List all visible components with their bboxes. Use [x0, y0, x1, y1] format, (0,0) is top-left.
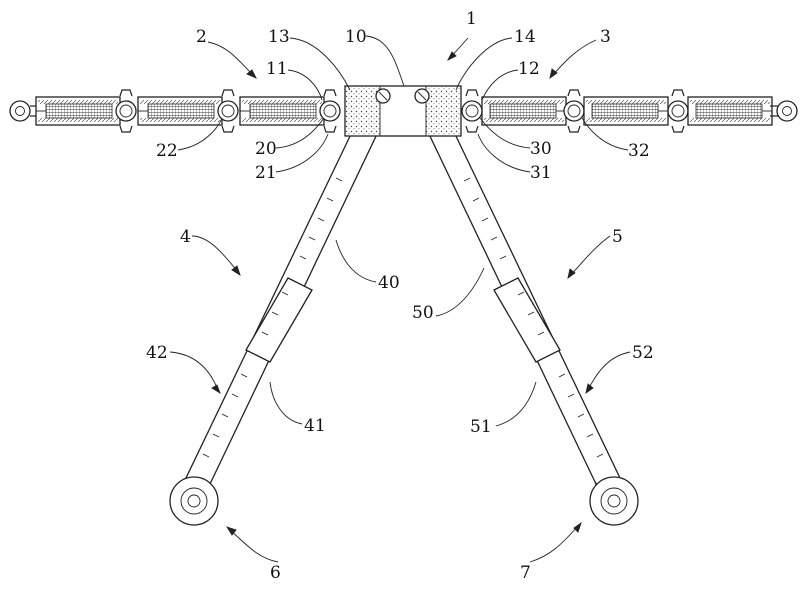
label-7: 7 — [520, 563, 531, 583]
label-42: 42 — [146, 343, 168, 363]
leader-6 — [229, 529, 279, 563]
label-51: 51 — [470, 417, 492, 437]
left-arm-chain — [9, 89, 341, 133]
reference-numerals: 1 2 3 4 5 6 7 10 11 12 13 14 20 21 22 30… — [146, 9, 654, 583]
right-arm-chain — [461, 89, 798, 133]
label-6: 6 — [270, 563, 281, 583]
label-20: 20 — [255, 139, 277, 159]
leader-52 — [587, 351, 631, 391]
leader-2 — [207, 41, 255, 77]
leader-50 — [435, 267, 485, 317]
label-2: 2 — [196, 27, 207, 47]
right-end-eye — [776, 100, 798, 122]
leader-5 — [569, 235, 611, 277]
label-14: 14 — [514, 27, 536, 47]
leader-21 — [275, 133, 329, 173]
left-joint-3 — [319, 100, 341, 122]
label-41: 41 — [304, 416, 326, 436]
label-52: 52 — [632, 343, 654, 363]
leader-32 — [581, 117, 629, 151]
center-block — [344, 85, 462, 137]
right-leg-sleeve — [493, 277, 561, 363]
left-end-eye-hole — [15, 106, 25, 116]
leader-51 — [495, 381, 537, 427]
right-segment-3 — [481, 96, 567, 126]
left-leg — [183, 131, 380, 495]
right-wheel-outer — [589, 476, 639, 526]
leader-13 — [289, 37, 351, 91]
label-4: 4 — [180, 227, 191, 247]
label-5: 5 — [612, 227, 623, 247]
leader-lines — [169, 35, 631, 563]
label-11: 11 — [266, 59, 288, 79]
leader-14 — [455, 37, 513, 91]
leader-12 — [481, 69, 519, 101]
right-leg-pins — [463, 177, 604, 458]
label-13: 13 — [268, 27, 290, 47]
leader-20 — [275, 117, 325, 149]
left-joint-2 — [217, 100, 239, 122]
leader-22 — [177, 117, 223, 151]
right-joint-2 — [563, 100, 585, 122]
leader-41 — [269, 381, 303, 425]
left-wheel — [169, 476, 219, 526]
label-3: 3 — [600, 27, 611, 47]
leader-30 — [479, 117, 531, 149]
label-21: 21 — [255, 163, 277, 183]
label-22: 22 — [156, 141, 178, 161]
leader-42 — [169, 351, 219, 391]
label-40: 40 — [378, 273, 400, 293]
leader-31 — [477, 133, 531, 173]
left-wheel-outer — [169, 476, 219, 526]
label-32: 32 — [628, 141, 650, 161]
left-segment-2 — [137, 96, 223, 126]
right-joint-1 — [667, 100, 689, 122]
right-end-eye-hole — [782, 106, 792, 116]
left-leg-sleeve — [245, 277, 313, 363]
leader-11 — [287, 69, 323, 101]
right-segment-2 — [583, 96, 669, 126]
right-leg — [426, 131, 623, 495]
leader-7 — [529, 525, 579, 563]
leader-4 — [191, 235, 239, 273]
left-end-eye — [9, 100, 31, 122]
label-1: 1 — [466, 9, 477, 29]
right-segment-1 — [687, 96, 773, 126]
left-segment-3 — [239, 96, 325, 126]
left-leg-pins — [202, 177, 343, 458]
label-10: 10 — [345, 27, 367, 47]
label-12: 12 — [518, 59, 540, 79]
leader-3 — [551, 39, 597, 77]
label-50: 50 — [412, 303, 434, 323]
leader-40 — [335, 239, 377, 283]
label-31: 31 — [530, 163, 552, 183]
label-30: 30 — [530, 139, 552, 159]
leader-10 — [365, 35, 405, 87]
left-joint-1 — [115, 100, 137, 122]
right-wheel — [589, 476, 639, 526]
right-joint-3 — [461, 100, 483, 122]
left-segment-1 — [35, 96, 121, 126]
center-block-left-insert — [346, 87, 380, 135]
center-block-right-insert — [426, 87, 460, 135]
